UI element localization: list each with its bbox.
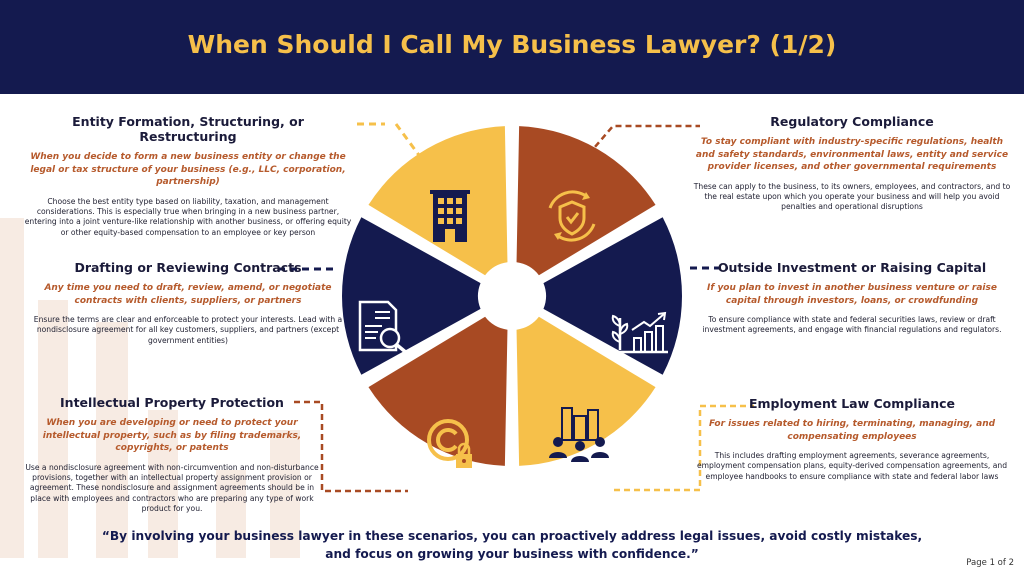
section-body: Ensure the terms are clear and enforceab… <box>33 315 343 345</box>
section-contracts: Drafting or Reviewing Contracts Any time… <box>22 260 354 346</box>
section-body: These can apply to the business, to its … <box>693 181 1011 212</box>
section-subtitle: For issues related to hiring, terminatin… <box>708 419 996 442</box>
section-entity-formation: Entity Formation, Structuring, or Restru… <box>22 114 354 238</box>
section-regulatory-compliance: Regulatory Compliance To stay compliant … <box>690 114 1014 213</box>
segment-ip <box>368 316 508 466</box>
section-body: Use a nondisclosure agreement with non-c… <box>25 462 319 514</box>
section-title: Entity Formation, Structuring, or Restru… <box>72 114 304 144</box>
watermark-bar-1 <box>0 218 24 558</box>
closing-quote: “By involving your business lawyer in th… <box>101 529 923 561</box>
copyright-lock-icon <box>427 419 472 468</box>
section-intellectual-property: Intellectual Property Protection When yo… <box>22 395 322 515</box>
segment-regulatory <box>516 126 656 276</box>
watermark-bar-5 <box>216 470 246 558</box>
watermark-bar-6 <box>270 430 300 558</box>
team-building-icon <box>549 407 609 462</box>
section-title: Drafting or Reviewing Contracts <box>74 260 302 275</box>
section-title: Regulatory Compliance <box>770 114 934 129</box>
section-outside-investment: Outside Investment or Raising Capital If… <box>690 260 1014 336</box>
section-title: Employment Law Compliance <box>748 396 956 411</box>
shield-check-icon <box>548 190 596 242</box>
connector-ip <box>294 400 408 493</box>
header-banner <box>0 0 1024 94</box>
segment-investment <box>543 217 683 375</box>
document-magnifier-icon <box>358 300 410 356</box>
section-subtitle: If you plan to invest in another busines… <box>707 283 997 306</box>
connector-employment <box>614 404 754 492</box>
segment-contracts <box>342 217 481 375</box>
growth-chart-icon <box>611 311 668 354</box>
watermark-bar-2 <box>38 300 68 558</box>
section-subtitle: Any time you need to draft, review, amen… <box>44 283 332 306</box>
section-subtitle: To stay compliant with industry-specific… <box>695 137 1009 172</box>
section-body: Choose the best entity type based on lia… <box>24 196 352 237</box>
page-title: When Should I Call My Business Lawyer? (… <box>187 30 837 59</box>
watermark-bar-3 <box>96 322 128 558</box>
section-body: To ensure compliance with state and fede… <box>702 315 1002 335</box>
section-title: Intellectual Property Protection <box>60 395 284 410</box>
segment-employment <box>516 316 656 466</box>
section-employment-law: Employment Law Compliance For issues rel… <box>690 396 1014 482</box>
watermark-bar-4 <box>148 410 178 558</box>
section-title: Outside Investment or Raising Capital <box>717 260 987 275</box>
section-subtitle: When you decide to form a new business e… <box>30 152 346 187</box>
section-subtitle: When you are developing or need to prote… <box>42 418 302 453</box>
wheel-segments <box>342 126 683 466</box>
page-number: Page 1 of 2 <box>966 558 1014 568</box>
building-icon <box>430 190 470 242</box>
section-body: This includes drafting employment agreem… <box>696 451 1008 481</box>
